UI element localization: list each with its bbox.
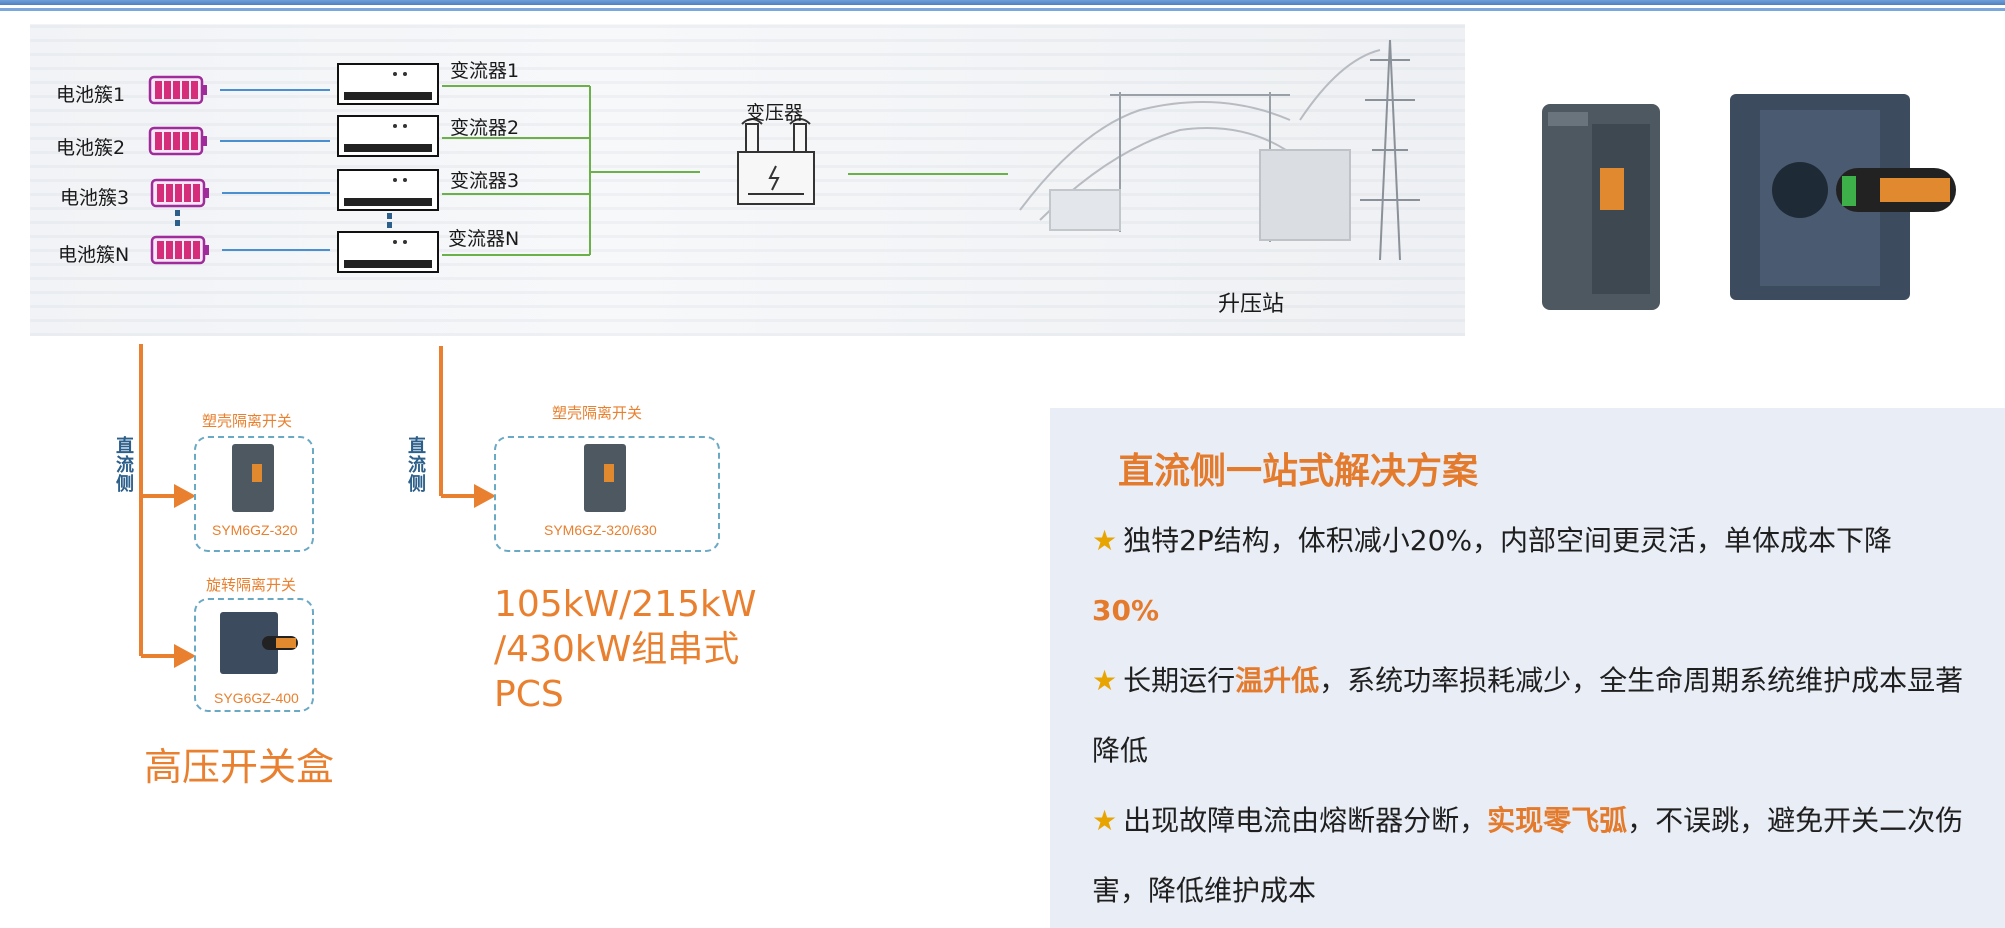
pcs-line-3: PCS <box>494 674 564 715</box>
rotary-switch-photo <box>1730 94 1956 300</box>
battery-icon-3 <box>150 178 209 208</box>
bullet-3-pre: 出现故障电流由熔断器分断， <box>1123 804 1488 837</box>
bullet-2-highlight: 温升低 <box>1235 664 1320 697</box>
moulded-switch-label: 塑壳隔离开关 <box>202 412 293 430</box>
moulded-switch-box <box>194 436 314 552</box>
bullet-1: ★独特2P结构，体积减小20%，内部空间更灵活，单体成本下降 30% <box>1092 506 1972 646</box>
pcs-switch-model: SYM6GZ-320/630 <box>544 522 657 538</box>
moulded-switch-model: SYM6GZ-320 <box>212 522 298 538</box>
inverter-icon-3 <box>337 169 439 211</box>
bullet-1-highlight: 30% <box>1092 594 1160 627</box>
bullet-3-highlight: 实现零飞弧 <box>1487 804 1628 837</box>
dc-side-label-right: 直流侧 <box>405 436 426 493</box>
ac-bus-lines <box>442 85 1008 256</box>
inverter-label-n: 变流器N <box>448 228 520 250</box>
inverter-label-1: 变流器1 <box>450 60 520 82</box>
star-icon: ★ <box>1092 524 1118 557</box>
ellipsis-dots-inverter <box>387 213 392 228</box>
ellipsis-dots <box>175 210 180 226</box>
inverter-icon-n <box>337 231 439 273</box>
battery-label-1: 电池簇1 <box>56 84 126 106</box>
dc-lines <box>220 89 330 251</box>
moulded-switch-photo <box>1542 104 1660 310</box>
battery-label-n: 电池簇N <box>58 244 130 266</box>
bullet-2: ★长期运行温升低，系统功率损耗减少，全生命周期系统维护成本显著降低 <box>1092 646 1972 786</box>
dc-side-label-left: 直流侧 <box>113 436 134 493</box>
battery-icon-2 <box>148 126 207 156</box>
inverter-label-3: 变流器3 <box>450 170 520 192</box>
rotary-switch-box <box>194 598 314 712</box>
bullet-3-post: ，不误跳，避免开关二次伤害，降低维护成本 <box>1092 804 1964 907</box>
pcs-switch-label: 塑壳隔离开关 <box>552 404 643 422</box>
star-icon: ★ <box>1092 804 1118 837</box>
inverter-icon-2 <box>337 115 439 157</box>
battery-label-2: 电池簇2 <box>56 137 126 159</box>
bullet-2-post: ，系统功率损耗减少，全生命周期系统维护成本显著降低 <box>1092 664 1964 767</box>
bullet-1-text: 独特2P结构，体积减小20%，内部空间更灵活，单体成本下降 <box>1123 524 1893 557</box>
moulded-switch-thumb <box>232 444 274 512</box>
rotary-switch-model: SYG6GZ-400 <box>214 690 299 706</box>
bullet-2-pre: 长期运行 <box>1123 664 1236 697</box>
switchbox-title: 高压开关盒 <box>144 745 335 789</box>
solution-panel: 直流侧一站式解决方案 ★独特2P结构，体积减小20%，内部空间更灵活，单体成本下… <box>1050 408 2005 928</box>
dc-flow-arrows <box>139 344 476 658</box>
battery-icon-n <box>150 235 209 265</box>
pcs-line-2: /430kW组串式 <box>494 629 740 670</box>
substation-illustration <box>1019 39 1420 261</box>
battery-label-3: 电池簇3 <box>60 187 130 209</box>
arrow-heads <box>174 484 496 668</box>
transformer-label: 变压器 <box>746 102 804 124</box>
rotary-switch-label: 旋转隔离开关 <box>206 576 297 594</box>
rotary-switch-thumb <box>220 612 298 674</box>
solution-title: 直流侧一站式解决方案 <box>1118 451 1479 492</box>
battery-icon-1 <box>148 75 207 105</box>
pcs-switch-thumb <box>584 444 626 512</box>
star-icon: ★ <box>1092 664 1118 697</box>
pcs-switch-box <box>494 436 720 552</box>
top-border <box>0 0 2005 16</box>
pcs-line-1: 105kW/215kW <box>494 584 757 625</box>
transformer-icon <box>737 118 815 205</box>
bullet-3: ★出现故障电流由熔断器分断，实现零飞弧，不误跳，避免开关二次伤害，降低维护成本 <box>1092 786 1972 926</box>
pcs-description: 105kW/215kW /430kW组串式 PCS <box>494 582 756 717</box>
inverter-label-2: 变流器2 <box>450 117 520 139</box>
substation-label: 升压站 <box>1218 292 1285 317</box>
inverter-icon-1 <box>337 63 439 105</box>
